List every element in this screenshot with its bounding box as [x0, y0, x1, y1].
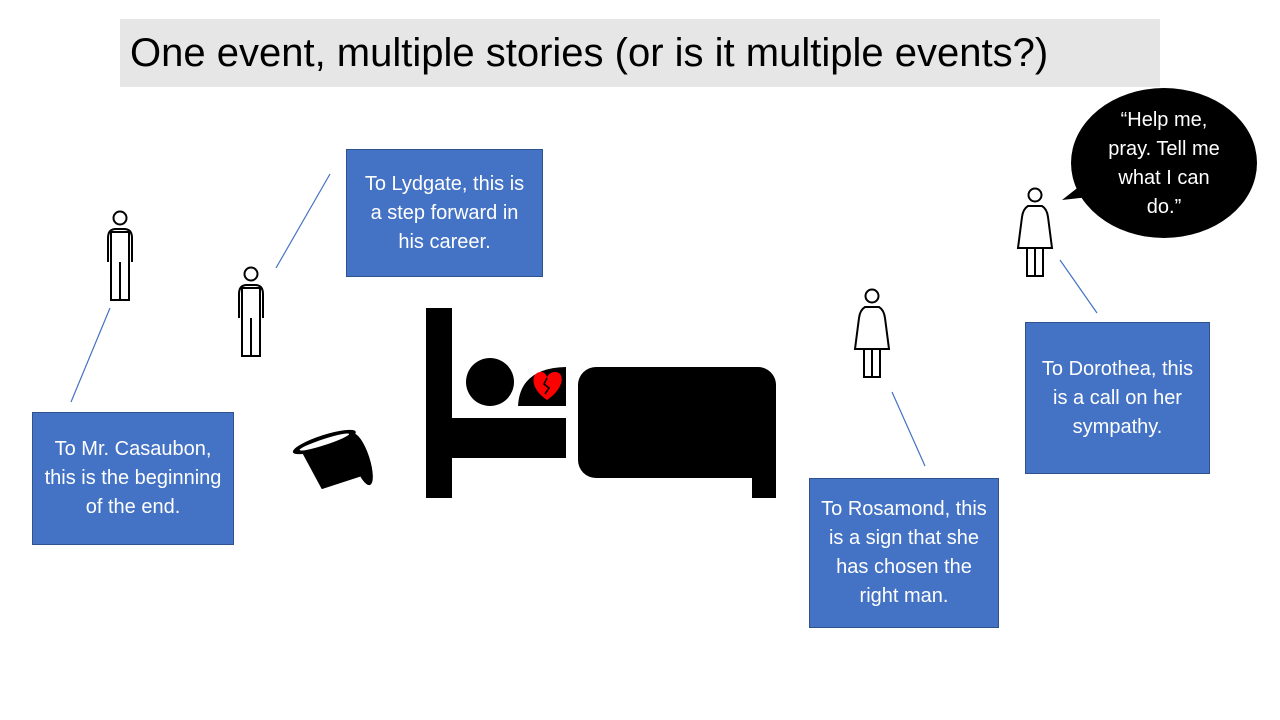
bed-icon — [426, 308, 776, 498]
speech-bubble-text: “Help me, pray. Tell me what I can do.” — [1108, 109, 1220, 218]
note-rosamond: To Rosamond, this is a sign that she has… — [809, 478, 999, 628]
note-lydgate: To Lydgate, this is a step forward in hi… — [346, 149, 543, 277]
woman-figure-icon — [853, 288, 891, 378]
top-hat-icon — [292, 429, 373, 490]
connector-dorothea — [1059, 259, 1098, 314]
speech-bubble-icon — [1062, 88, 1257, 238]
man-figure-icon — [107, 210, 133, 301]
note-casaubon: To Mr. Casaubon, this is the beginning o… — [32, 412, 234, 545]
connector-rosamond — [891, 391, 926, 467]
connector-lydgate — [275, 173, 331, 269]
broken-heart-icon — [533, 372, 562, 400]
slide-title: One event, multiple stories (or is it mu… — [120, 19, 1160, 87]
man-figure-icon — [238, 266, 264, 357]
note-dorothea: To Dorothea, this is a call on her sympa… — [1025, 322, 1210, 474]
patient-head-icon — [466, 358, 514, 406]
woman-figure-icon — [1016, 187, 1054, 277]
connector-casaubon — [70, 307, 111, 403]
